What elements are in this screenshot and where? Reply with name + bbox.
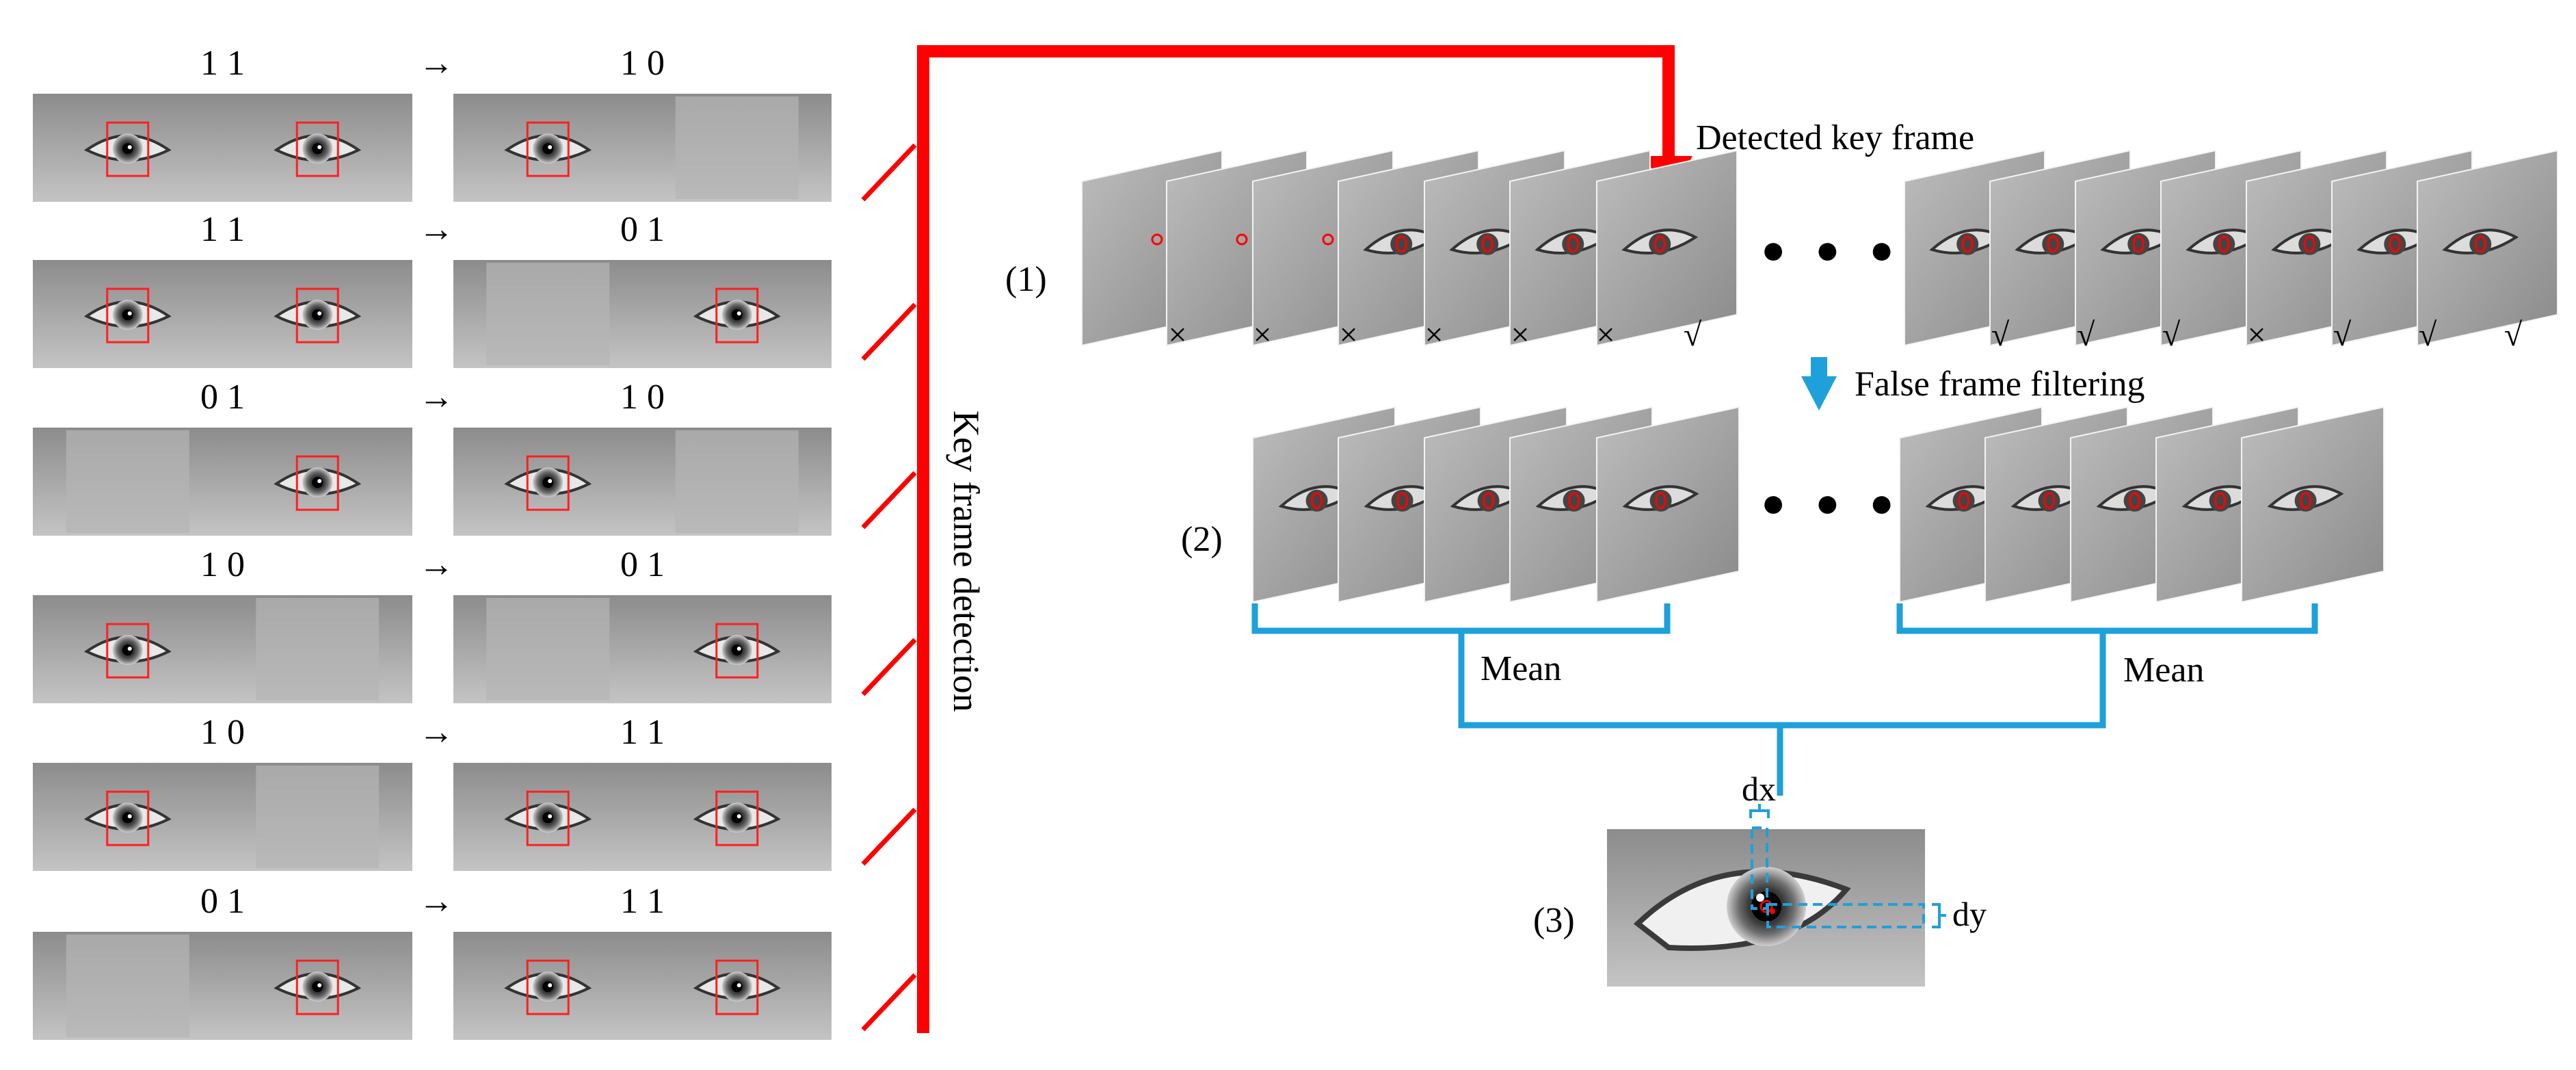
target-frame xyxy=(453,763,832,871)
filter-arrow xyxy=(1801,357,1837,410)
target-frame xyxy=(453,94,832,202)
candidate-mark xyxy=(1151,233,1163,246)
detection-box xyxy=(295,455,339,511)
detection-box xyxy=(526,121,570,177)
filter-mark: √ xyxy=(2077,317,2095,353)
dx-dy-ticks xyxy=(1749,804,1946,928)
transition-arrow: → xyxy=(419,210,454,249)
detection-box xyxy=(715,959,759,1015)
target-frame xyxy=(453,595,832,703)
transition-arrow: → xyxy=(419,713,454,752)
pair-row: 1 1 1 0 → xyxy=(33,44,832,202)
detected-key-frame-label: Detected key frame xyxy=(1696,118,1974,157)
right-state-label: 1 1 xyxy=(620,882,665,921)
brace-tick xyxy=(861,143,917,202)
source-frame xyxy=(33,932,412,1040)
detection-box xyxy=(295,959,339,1015)
detection-box xyxy=(526,790,570,846)
left-state-label: 1 1 xyxy=(200,210,245,249)
candidate-mark xyxy=(1236,233,1248,246)
filter-mark: × xyxy=(1339,317,1357,353)
detection-box xyxy=(715,790,759,846)
filter-mark: √ xyxy=(2162,317,2181,353)
detection-box xyxy=(295,121,339,177)
filter-mark: √ xyxy=(1991,317,2010,353)
filter-mark: × xyxy=(1596,317,1615,353)
candidate-frame xyxy=(1596,149,1738,347)
source-frame xyxy=(33,763,412,871)
source-frame xyxy=(33,595,412,703)
valid-frame xyxy=(2241,406,2385,603)
detection-box xyxy=(526,959,570,1015)
source-frame xyxy=(33,428,412,536)
left-state-label: 0 1 xyxy=(200,378,245,417)
step-2-label: (2) xyxy=(1181,520,1223,559)
transition-arrow: → xyxy=(419,378,454,417)
left-state-label: 1 0 xyxy=(200,713,245,752)
false-frame-filtering-label: False frame filtering xyxy=(1855,365,2145,404)
candidate-frame xyxy=(2417,149,2558,347)
pair-row: 1 0 1 1 → xyxy=(33,713,832,871)
brace-tick xyxy=(861,973,917,1032)
detection-box xyxy=(106,287,150,343)
right-state-label: 1 0 xyxy=(620,44,665,83)
key-frame-detection-brace xyxy=(861,45,1692,1033)
right-state-label: 0 1 xyxy=(620,545,665,584)
detection-box xyxy=(106,790,150,846)
filter-mark: × xyxy=(1253,317,1271,353)
right-state-label: 1 0 xyxy=(620,378,665,417)
detection-box xyxy=(106,121,150,177)
valid-frame xyxy=(1596,406,1740,603)
target-frame xyxy=(453,260,832,368)
transition-arrow: → xyxy=(419,44,454,83)
detection-box xyxy=(106,623,150,679)
brace-tick xyxy=(861,471,917,530)
transition-arrow: → xyxy=(419,545,454,584)
pair-row: 1 0 0 1 → xyxy=(33,545,832,703)
filter-mark: × xyxy=(1511,317,1529,353)
transition-arrow: → xyxy=(419,882,454,921)
brace-tick xyxy=(861,638,917,696)
left-state-label: 1 1 xyxy=(200,44,245,83)
ellipsis-row-2: ● ● ● xyxy=(1761,480,1904,525)
mean-bracket-right xyxy=(1896,603,2318,634)
candidate-mark xyxy=(1322,233,1334,246)
detection-box xyxy=(526,455,570,511)
dx-label: dx xyxy=(1742,770,1776,808)
filter-mark: × xyxy=(1168,317,1186,353)
filter-mark: √ xyxy=(2504,317,2523,353)
right-state-label: 0 1 xyxy=(620,210,665,249)
mean-brackets xyxy=(1251,603,2318,796)
filter-mark: × xyxy=(2247,317,2266,353)
detection-box xyxy=(715,623,759,679)
displacement-markers xyxy=(1751,826,1925,928)
detection-box xyxy=(295,287,339,343)
mean-right-label: Mean xyxy=(2123,651,2204,690)
source-frame xyxy=(33,94,412,202)
source-frame xyxy=(33,260,412,368)
step-1-label: (1) xyxy=(1005,260,1047,299)
mean-left-label: Mean xyxy=(1480,649,1561,688)
dy-label: dy xyxy=(1952,895,1987,933)
filter-mark: √ xyxy=(1684,317,1702,353)
filter-mark: √ xyxy=(2333,317,2352,353)
brace-tick xyxy=(861,807,917,866)
left-state-label: 1 0 xyxy=(200,545,245,584)
filter-mark: × xyxy=(1424,317,1443,353)
step-3-label: (3) xyxy=(1533,901,1575,940)
brace-tick xyxy=(861,302,917,361)
target-frame xyxy=(453,428,832,536)
mean-bracket-left xyxy=(1251,603,1671,634)
detection-box xyxy=(715,287,759,343)
target-frame xyxy=(453,932,832,1040)
left-state-label: 0 1 xyxy=(200,882,245,921)
right-state-label: 1 1 xyxy=(620,713,665,752)
ellipsis-row-1: ● ● ● xyxy=(1761,227,1904,272)
pair-row: 0 1 1 0 → xyxy=(33,378,832,536)
pair-row: 0 1 1 1 → xyxy=(33,882,832,1040)
pair-row: 1 1 0 1 → xyxy=(33,210,832,368)
key-frame-detection-label: Key frame detection xyxy=(946,410,987,712)
filter-mark: √ xyxy=(2419,317,2437,353)
